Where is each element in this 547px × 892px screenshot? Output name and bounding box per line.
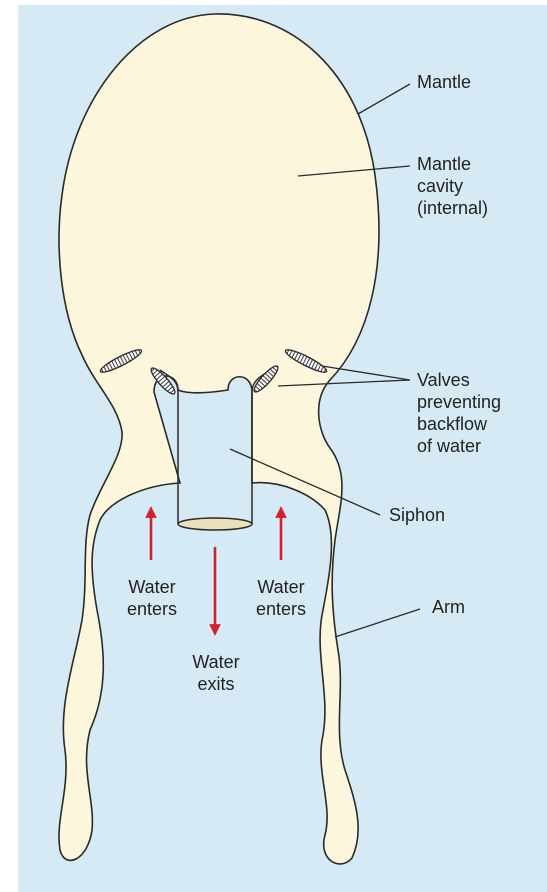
label-mantle: Mantle	[417, 71, 471, 93]
label-water-enters-right: Water enters	[256, 576, 306, 620]
label-mantle-cavity: Mantle cavity (internal)	[417, 153, 488, 219]
siphon-mouth	[178, 518, 252, 530]
label-water-enters-left: Water enters	[127, 576, 177, 620]
label-valves: Valves preventing backflow of water	[417, 369, 501, 457]
label-siphon: Siphon	[389, 504, 445, 526]
label-arm: Arm	[432, 596, 465, 618]
label-water-exits: Water exits	[192, 651, 239, 695]
